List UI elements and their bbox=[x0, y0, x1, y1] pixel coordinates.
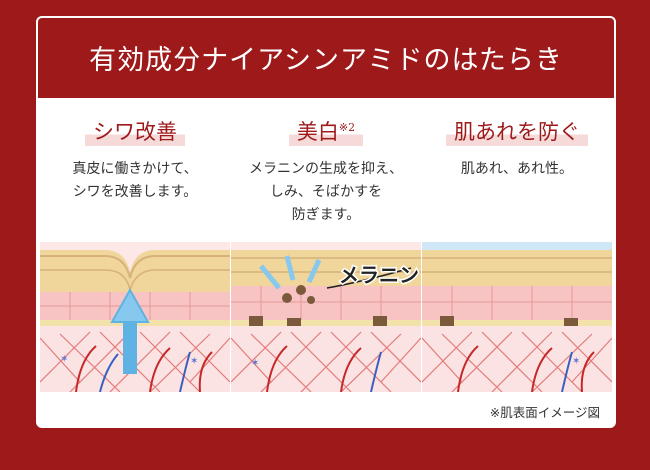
skin-illustration-whitening: ✶ メラニン bbox=[231, 242, 421, 392]
page-title: 有効成分ナイアシンアミドのはたらき bbox=[89, 45, 563, 76]
feature-rough-skin: 肌あれを防ぐ 肌あれ、あれ性。 bbox=[422, 116, 612, 181]
svg-text:✶: ✶ bbox=[572, 356, 580, 367]
feature-title: 肌あれを防ぐ bbox=[446, 116, 588, 146]
feature-description: メラニンの生成を抑え、 しみ、そばかすを 防ぎます。 bbox=[249, 161, 403, 223]
svg-text:✶: ✶ bbox=[190, 356, 198, 367]
feature-description: 肌あれ、あれ性。 bbox=[460, 161, 574, 177]
skin-illustration-rough-skin: ✶ bbox=[422, 242, 612, 392]
info-panel: 有効成分ナイアシンアミドのはたらき シワ改善 真皮に働きかけて、 シワを改善しま… bbox=[36, 16, 616, 428]
feature-whitening: 美白※2 メラニンの生成を抑え、 しみ、そばかすを 防ぎます。 bbox=[231, 116, 421, 227]
panel-header: 有効成分ナイアシンアミドのはたらき bbox=[36, 16, 616, 98]
feature-wrinkle: シワ改善 真皮に働きかけて、 シワを改善します。 bbox=[40, 116, 230, 204]
skin-illustration-wrinkle: ✶ ✶ bbox=[40, 242, 230, 392]
image-note: ※肌表面イメージ図 bbox=[489, 405, 600, 420]
feature-description: 真皮に働きかけて、 シワを改善します。 bbox=[72, 161, 198, 200]
feature-title: シワ改善 bbox=[85, 116, 185, 146]
feature-title: 美白※2 bbox=[288, 116, 364, 146]
melanin-label: メラニン bbox=[339, 263, 419, 287]
svg-text:✶: ✶ bbox=[251, 358, 259, 369]
svg-text:✶: ✶ bbox=[60, 354, 68, 365]
